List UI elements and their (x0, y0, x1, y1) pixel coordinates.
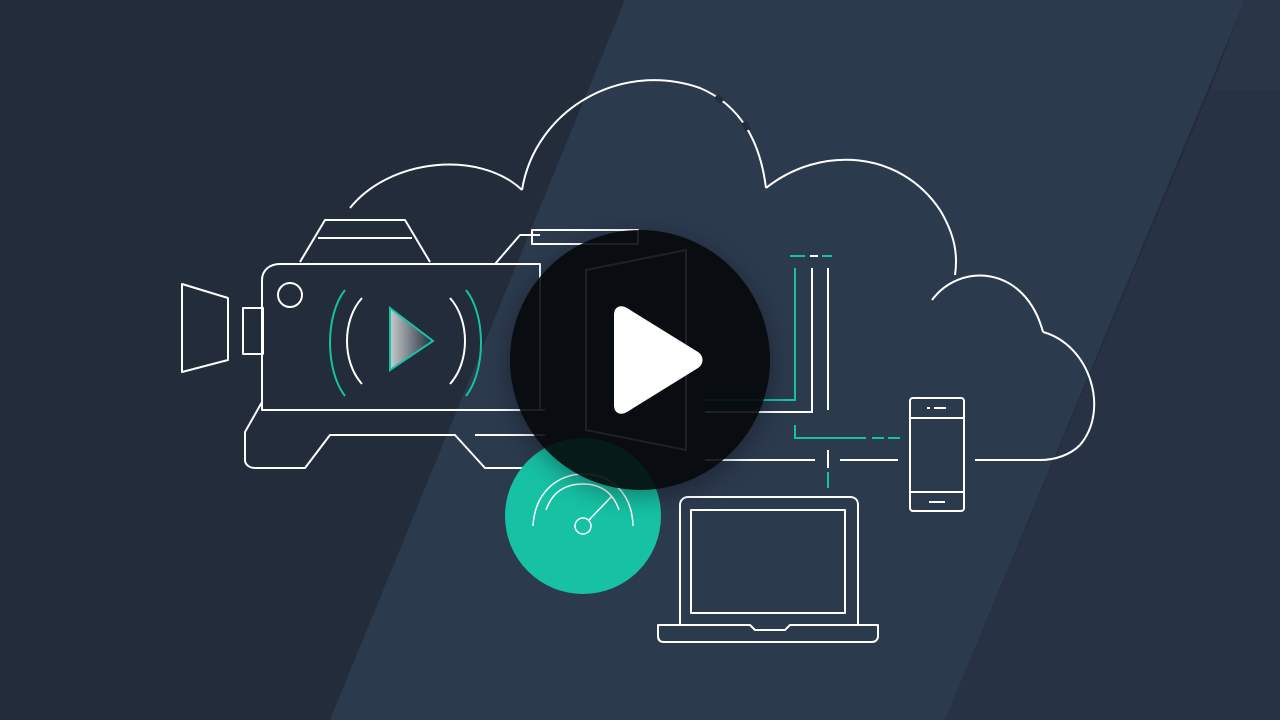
smartphone-icon (909, 397, 965, 512)
cloud-icon (349, 79, 1096, 461)
play-icon (614, 306, 703, 414)
play-button[interactable] (510, 230, 770, 490)
laptop-icon (657, 496, 879, 643)
camera-play-emblem (329, 289, 482, 397)
